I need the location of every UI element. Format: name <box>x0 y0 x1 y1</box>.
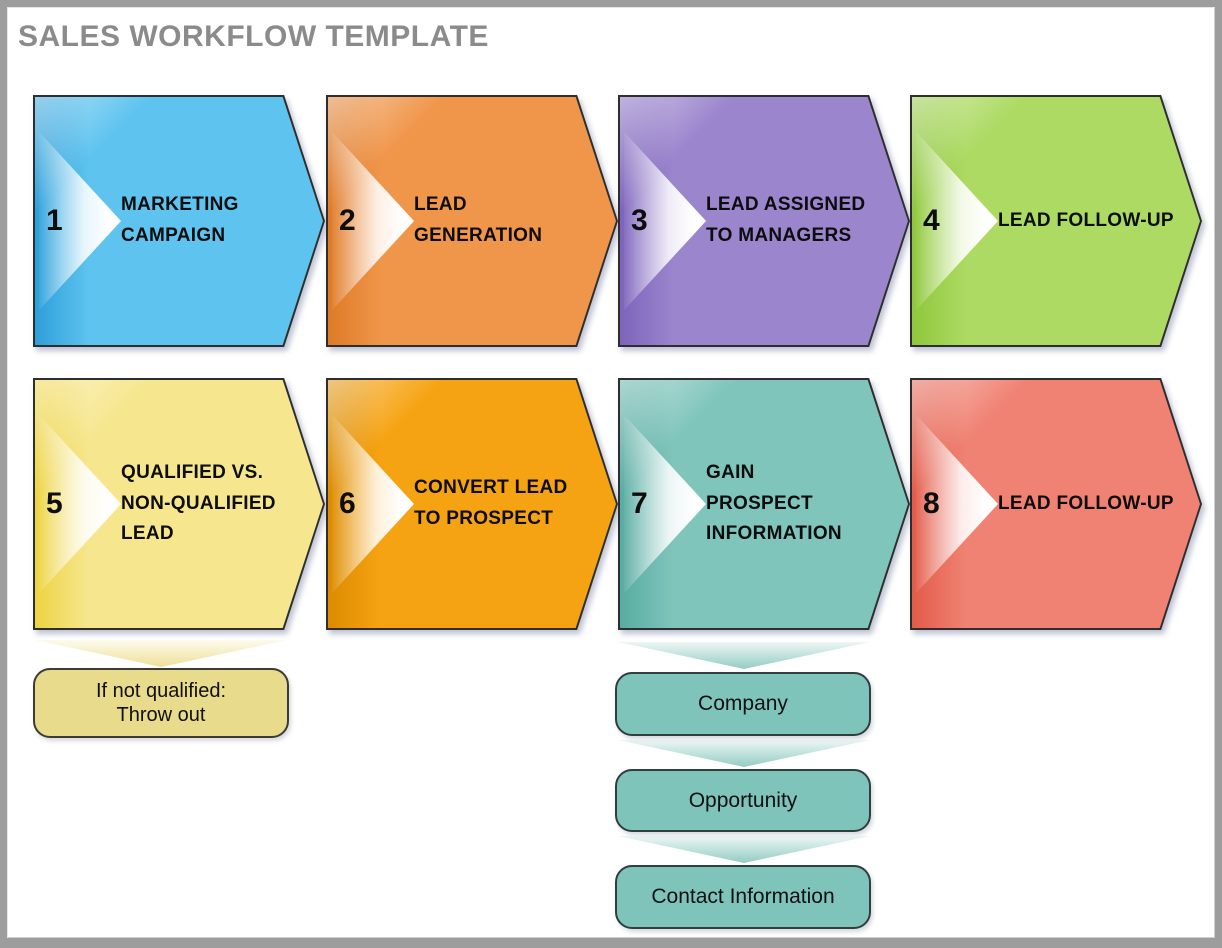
not-qualified-callout: If not qualified: Throw out <box>33 668 289 738</box>
workflow-step-8: 8 LEAD FOLLOW-UP <box>910 378 1202 630</box>
step-number: 1 <box>46 204 63 237</box>
arrow-shape <box>33 378 325 630</box>
page-title: SALES WORKFLOW TEMPLATE <box>18 20 489 53</box>
info-box-contact-information: Contact Information <box>615 865 871 929</box>
step-number: 7 <box>631 487 648 520</box>
info-box-opportunity: Opportunity <box>615 769 871 832</box>
workflow-step-1: 1 MARKETING CAMPAIGN <box>33 95 325 347</box>
step-number: 2 <box>339 204 356 237</box>
step-label: LEAD FOLLOW-UP <box>998 209 1174 231</box>
workflow-step-2: 2 LEAD GENERATION <box>326 95 618 347</box>
step-label: LEAD FOLLOW-UP <box>998 492 1174 514</box>
funnel-connector <box>35 640 287 667</box>
workflow-step-7: 7 GAIN PROSPECT INFORMATION <box>618 378 910 630</box>
step-label: MARKETING CAMPAIGN <box>121 194 239 246</box>
step-label: CONVERT LEAD TO PROSPECT <box>414 477 568 529</box>
workflow-step-5: 5 QUALIFIED VS. NON-QUALIFIED LEAD <box>33 378 325 630</box>
funnel-connector <box>618 836 870 863</box>
workflow-step-3: 3 LEAD ASSIGNED TO MANAGERS <box>618 95 910 347</box>
arrow-shape <box>910 378 1202 630</box>
info-box-company: Company <box>615 672 871 736</box>
step-label: LEAD ASSIGNED TO MANAGERS <box>706 194 866 246</box>
step-label: LEAD GENERATION <box>414 194 543 246</box>
funnel-connector <box>618 642 870 669</box>
step-number: 8 <box>923 487 940 520</box>
arrow-shape <box>326 378 618 630</box>
arrow-shape <box>618 95 910 347</box>
arrow-shape <box>910 95 1202 347</box>
arrow-shape <box>326 95 618 347</box>
step-number: 3 <box>631 204 648 237</box>
step-number: 5 <box>46 487 63 520</box>
workflow-step-4: 4 LEAD FOLLOW-UP <box>910 95 1202 347</box>
arrow-shape <box>618 378 910 630</box>
step-label: GAIN PROSPECT INFORMATION <box>706 461 842 545</box>
step-label: QUALIFIED VS. NON-QUALIFIED LEAD <box>121 461 276 545</box>
workflow-step-6: 6 CONVERT LEAD TO PROSPECT <box>326 378 618 630</box>
funnel-connector <box>618 740 870 767</box>
step-number: 4 <box>923 204 940 237</box>
arrow-shape <box>33 95 325 347</box>
step-number: 6 <box>339 487 356 520</box>
